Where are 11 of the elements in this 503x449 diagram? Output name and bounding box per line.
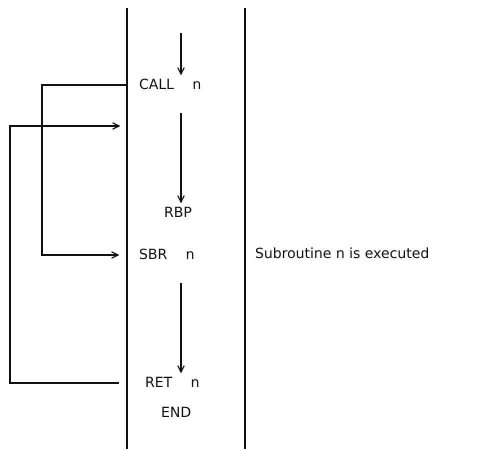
instruction-text: CALL n (139, 77, 202, 93)
arrow (177, 33, 185, 75)
arrow (9, 122, 120, 384)
arrow (41, 84, 128, 259)
instruction-text: END (161, 405, 192, 421)
instruction-text: RET n (145, 375, 200, 391)
arrow (177, 113, 185, 203)
instruction-text: SBR n (139, 247, 195, 263)
note-text: Subroutine n is executed (255, 246, 430, 262)
instruction-text: RBP (164, 205, 192, 221)
arrow (177, 283, 185, 373)
